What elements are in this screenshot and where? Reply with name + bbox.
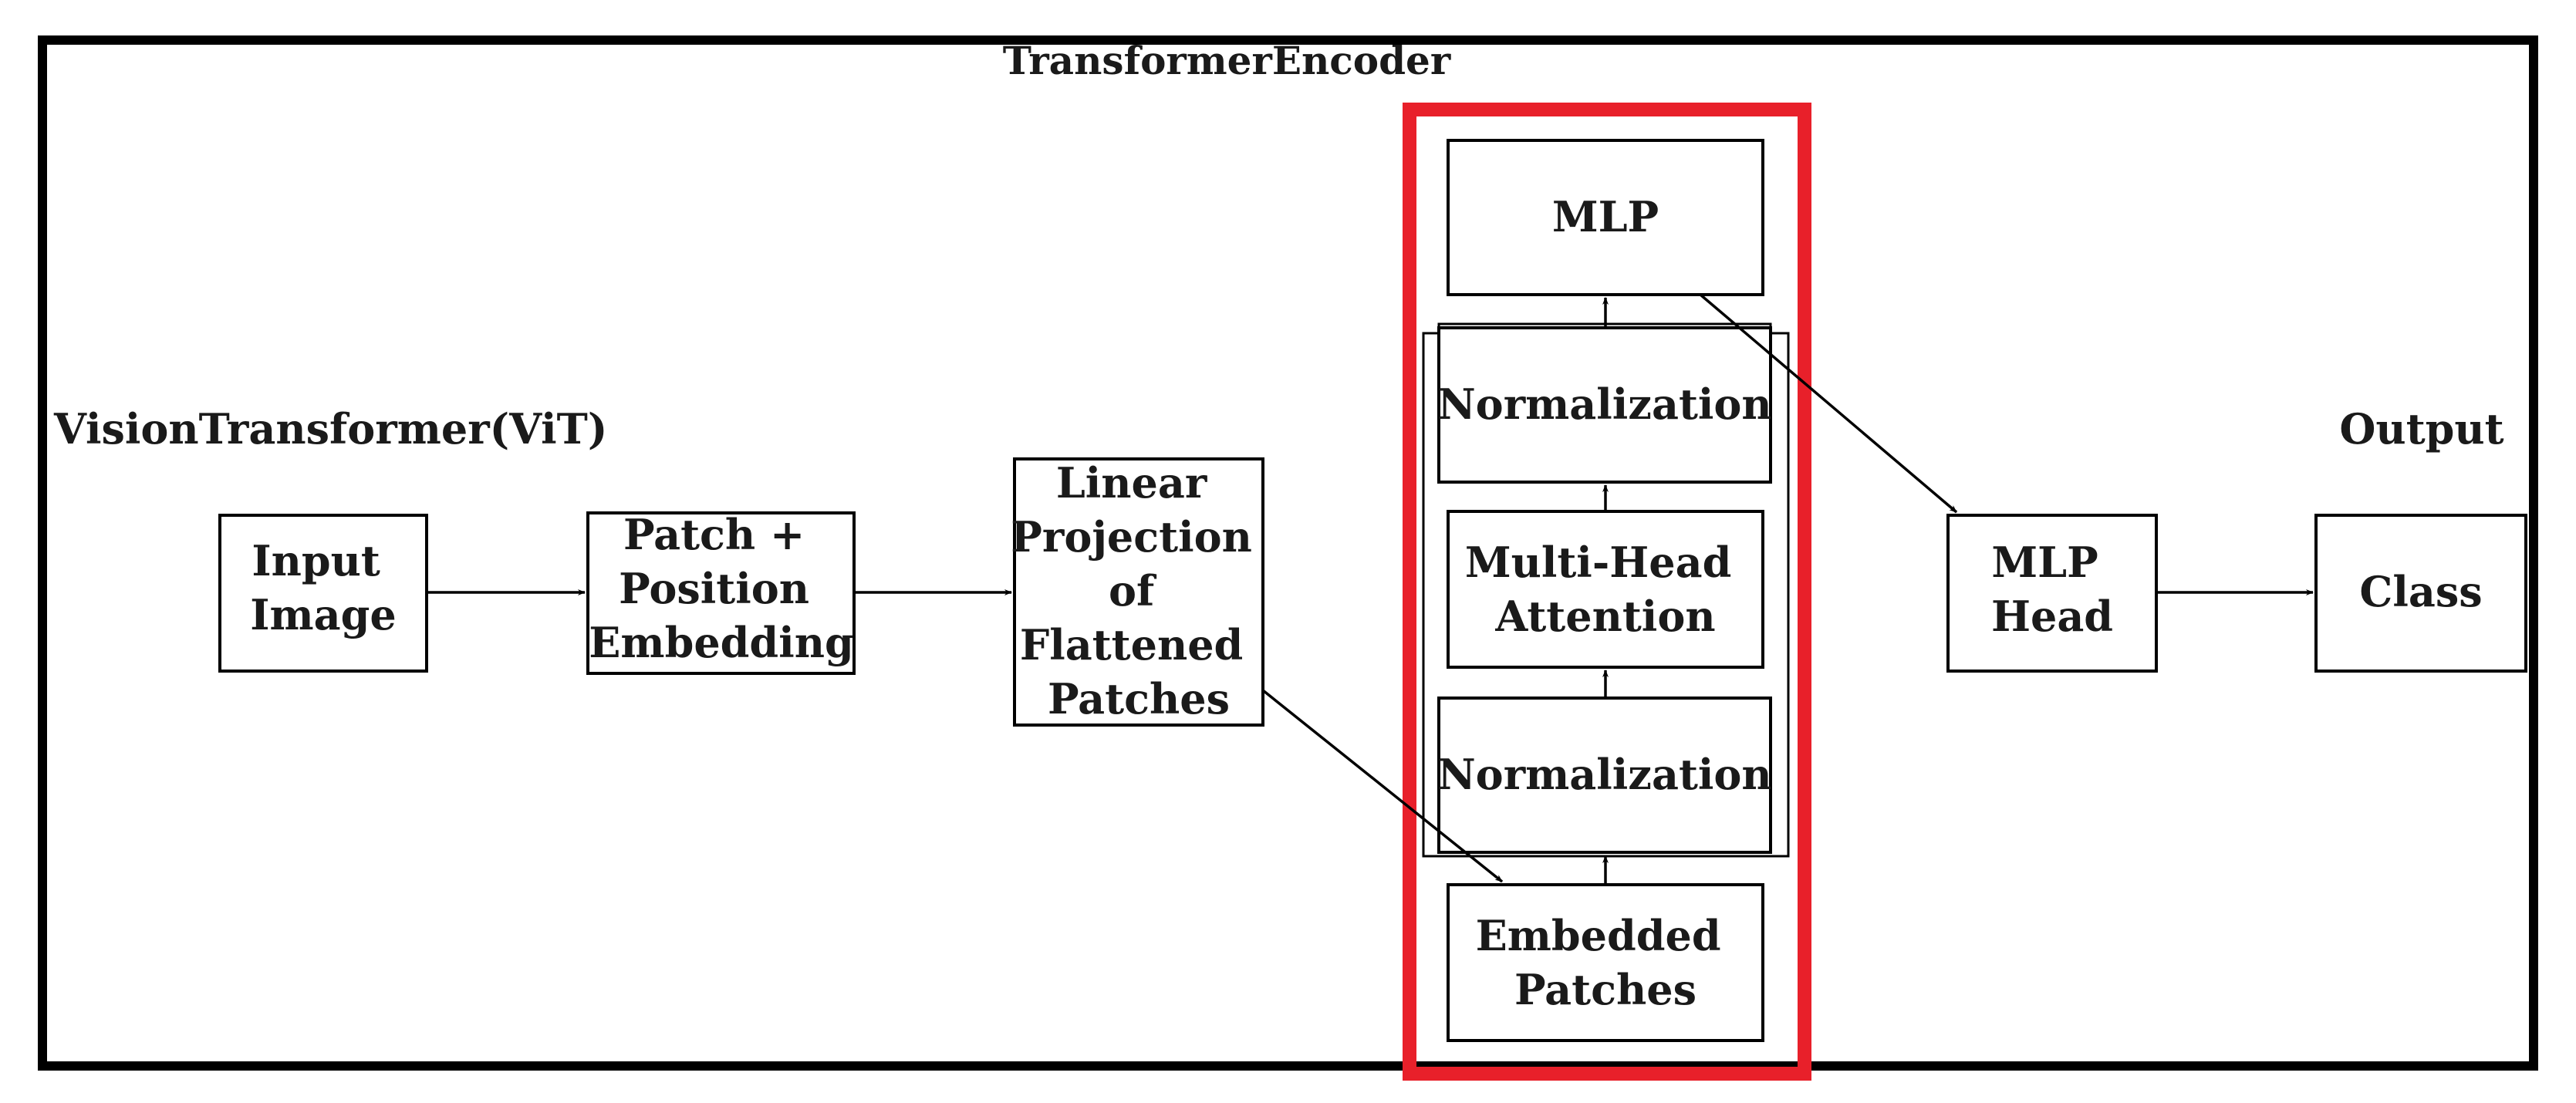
linear-projection-box (1013, 457, 1264, 727)
patch-position-embedding-line-3: Embedding (589, 618, 853, 667)
input-image-box (218, 514, 428, 673)
arrows (427, 293, 2314, 885)
encoder-mlp-label: MLP (1552, 192, 1659, 241)
patch-position-embedding-line-1: Patch + (623, 510, 805, 559)
encoder-mlp-box (1447, 139, 1764, 296)
embedded-patches-box (1447, 883, 1764, 1042)
linear-projection-line-2: Projection (1011, 512, 1252, 562)
normalization-upper-line-1: Normalization (1437, 379, 1771, 429)
normalization-upper-label: Normalization (1437, 379, 1771, 429)
normalization-lower-line-1: Normalization (1437, 750, 1771, 799)
linear-projection-label: Linear Projection of Flattened Patches (1011, 458, 1266, 724)
input-image-label: Input Image (250, 536, 397, 639)
linear-projection-line-5: Patches (1048, 674, 1230, 724)
input-image-line-1: Input (252, 536, 380, 585)
multi-head-attention-line-1: Multi-Head (1465, 538, 1732, 587)
arrow-mlp-to-mlp-head (1699, 293, 1958, 514)
normalization-lower-label: Normalization (1437, 750, 1771, 799)
linear-projection-line-3: of (1109, 566, 1157, 616)
multi-head-attention-box (1447, 510, 1764, 669)
class-line-1: Class (2359, 567, 2482, 616)
multi-head-attention-label: Multi-Head Attention (1465, 538, 1746, 641)
class-box (2314, 514, 2527, 673)
encoder-mlp-line-1: MLP (1552, 192, 1659, 241)
mlp-head-label: MLP Head (1991, 538, 2113, 641)
embedded-patches-line-1: Embedded (1476, 911, 1721, 960)
patch-position-embedding-line-2: Position (619, 564, 809, 613)
encoder-highlight-box (1403, 103, 1811, 1081)
patch-position-embedding-box (586, 511, 856, 675)
linear-projection-line-4: Flattened (1020, 620, 1243, 670)
input-image-line-2: Image (250, 590, 397, 639)
arrow-linear-to-embedded (1261, 689, 1504, 883)
output-title: Output (2339, 404, 2503, 454)
mlp-head-line-2: Head (1991, 592, 2113, 641)
outer-frame (38, 35, 2538, 1071)
mlp-head-line-1: MLP (1991, 538, 2098, 587)
multi-head-attention-line-2: Attention (1494, 592, 1715, 641)
transformer-encoder-title: TransformerEncoder (1003, 38, 1451, 83)
linear-projection-line-1: Linear (1056, 458, 1207, 508)
class-label: Class (2359, 567, 2482, 616)
normalization-upper-box (1437, 326, 1772, 484)
normalization-lower-box (1437, 697, 1772, 854)
vision-transformer-title: VisionTransformer(ViT) (53, 404, 607, 454)
embedded-patches-label: Embedded Patches (1476, 911, 1736, 1014)
embedded-patches-line-2: Patches (1514, 965, 1697, 1014)
patch-position-embedding-label: Patch + Position Embedding (589, 510, 853, 667)
